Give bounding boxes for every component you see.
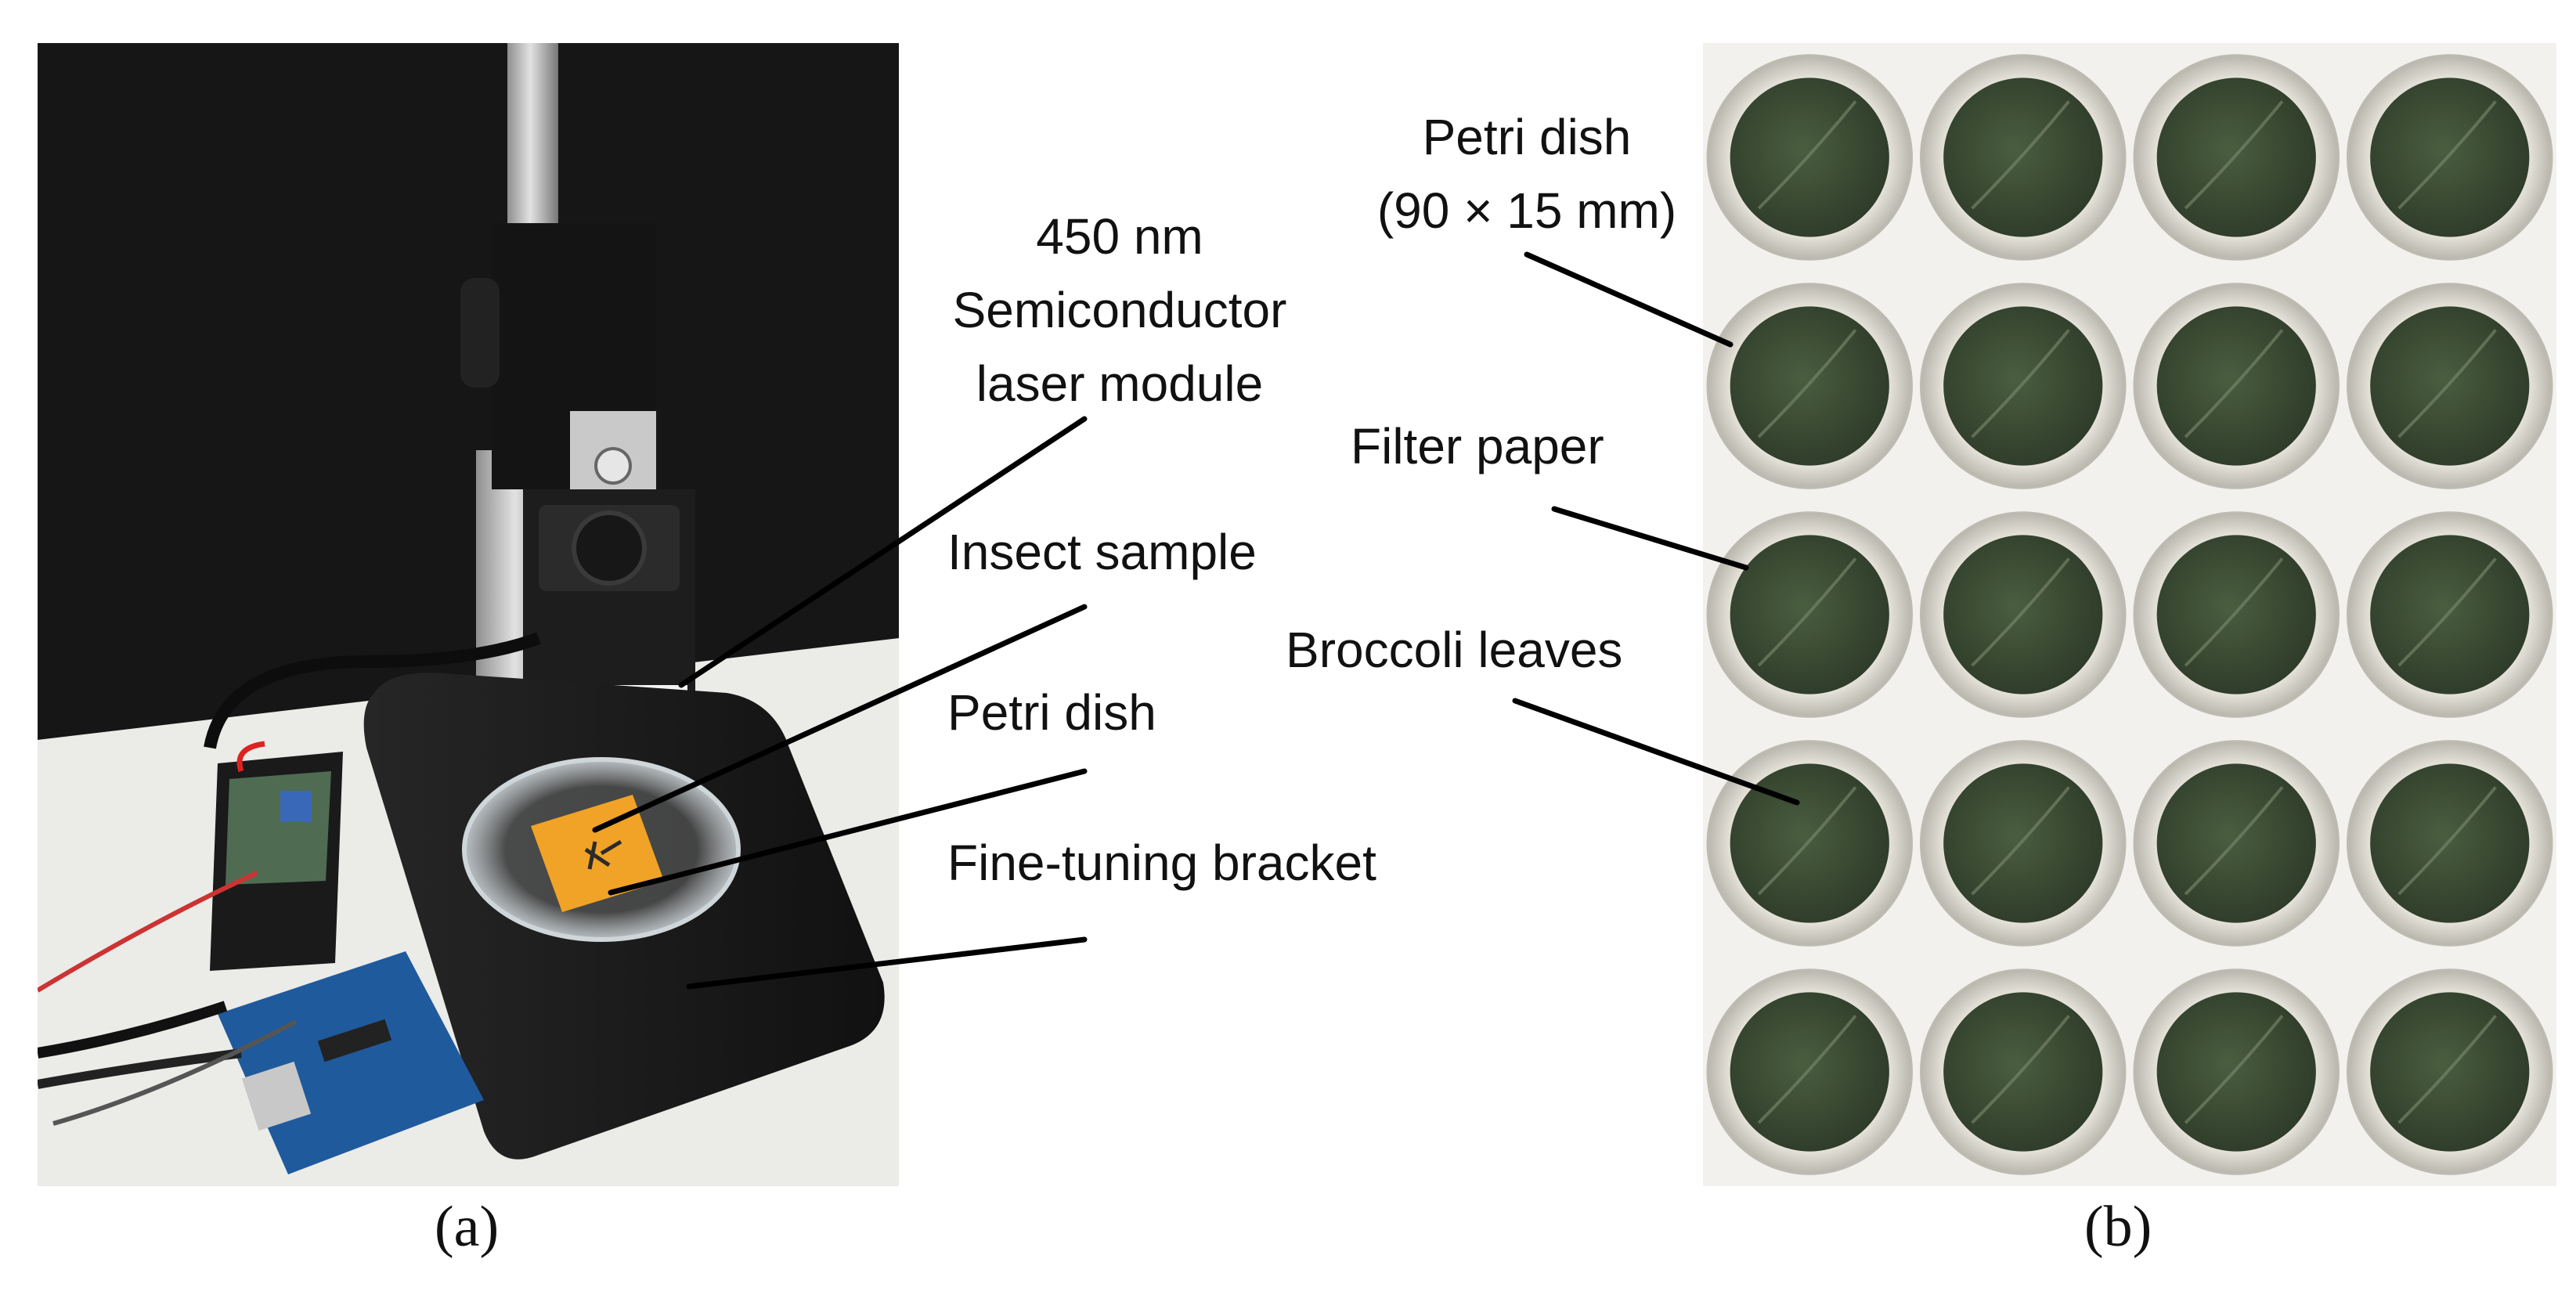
leader-filter [1551, 506, 1749, 571]
petri-dish-5-4 [2347, 969, 2553, 1175]
stand-pole [507, 43, 558, 223]
petri-dish-3-3 [2133, 511, 2340, 718]
petri-dish-1-4 [2347, 54, 2553, 261]
petri-dish-4-2 [1920, 740, 2127, 947]
callout-laser: 450 nm Semiconductor laser module [940, 200, 1300, 420]
petri-dish-3-2 [1920, 511, 2127, 718]
petri-dish-5-2 [1920, 969, 2127, 1175]
petri-dish-2-1 [1706, 283, 1913, 489]
petri-dish-5-1 [1706, 969, 1913, 1175]
callout-laser-line2: Semiconductor [952, 282, 1287, 338]
callout-petri-b-line1: Petri dish [1422, 109, 1632, 165]
callout-laser-line3: laser module [976, 355, 1264, 412]
leader-bracket [686, 936, 1088, 990]
petri-dish-2-2 [1920, 283, 2127, 489]
callout-insect: Insect sample [947, 524, 1257, 580]
callout-filter: Filter paper [1351, 418, 1604, 474]
insect-paper [531, 795, 664, 912]
petri-dish-1-1 [1706, 54, 1913, 261]
caption-b: (b) [2084, 1195, 2152, 1259]
petri-dish-4-4 [2347, 740, 2553, 947]
leader-insect [592, 604, 1088, 833]
callout-petri-b-line2: (90 × 15 mm) [1376, 182, 1677, 239]
petri-dish-4-3 [2133, 740, 2340, 947]
leader-petri-b [1524, 251, 1734, 348]
petri-dish-3-4 [2347, 511, 2553, 718]
callout-petri-b: Petri dish (90 × 15 mm) [1331, 100, 1723, 247]
panel-a-photo [38, 43, 899, 1186]
leader-laser [678, 416, 1088, 688]
callout-leaves: Broccoli leaves [1286, 622, 1623, 678]
leader-petri-a [608, 768, 1088, 896]
laser-driver [210, 741, 343, 971]
petri-dish-1-3 [2133, 54, 2340, 261]
panel-b-photo [1703, 43, 2556, 1186]
petri-dish-2-3 [2133, 283, 2340, 489]
petri-dish-2-4 [2347, 283, 2553, 489]
petri-dish-4-1 [1706, 740, 1913, 947]
petri-dish-1-2 [1920, 54, 2127, 261]
petri-dish-3-1 [1706, 511, 1913, 718]
leader-leaves [1512, 698, 1800, 806]
arduino-board [218, 951, 484, 1174]
callout-laser-line1: 450 nm [1036, 208, 1203, 265]
backdrop [38, 43, 899, 740]
caption-a: (a) [435, 1195, 500, 1259]
callout-petri-a: Petri dish [947, 684, 1156, 741]
callout-bracket: Fine-tuning bracket [947, 835, 1376, 891]
petri-dish-5-3 [2133, 969, 2340, 1175]
